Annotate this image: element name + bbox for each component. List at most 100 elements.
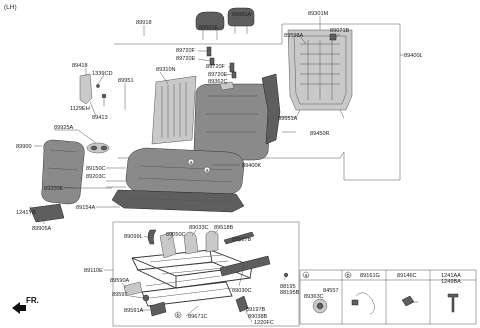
- seat-leaders: [106, 167, 126, 188]
- headrest-right: [227, 7, 255, 34]
- label-89030c: 89030C: [232, 288, 252, 294]
- label-84557: 84557: [323, 288, 339, 294]
- label-89671c: 89671C: [188, 314, 208, 320]
- legend-cell-c-code: 89146C: [397, 273, 417, 279]
- label-1220fc: 1220FC: [254, 320, 274, 326]
- label-89925a: 89925A: [54, 125, 74, 131]
- label-88195b: 88195B: [280, 290, 300, 296]
- label-89418: 89418: [72, 63, 88, 69]
- label-89720f-mid: 89720F: [206, 64, 226, 70]
- label-89200e: 89200E: [44, 186, 64, 192]
- label-89400k: 89400K: [242, 163, 262, 169]
- label-89450r: 89450R: [310, 131, 330, 137]
- label-89517b: 89517B: [232, 237, 252, 243]
- label-89110e: 89110E: [84, 268, 103, 274]
- front-arrow-icon: [12, 302, 26, 314]
- label-89601a: 89601A: [232, 12, 252, 18]
- corner-label: (LH): [4, 4, 17, 11]
- bolt-89720e-mid: [231, 71, 237, 79]
- bracket-89518b: [205, 230, 219, 253]
- label-1129eh: 1129EH: [70, 106, 90, 112]
- label-89154a: 89154A: [76, 205, 96, 211]
- circle-ref-a-upper-text: a: [190, 160, 194, 166]
- legend-cell-d-code2: 1249BA: [441, 279, 461, 285]
- circle-ref-a-upper: [187, 158, 195, 166]
- bolt-88195: [283, 272, 289, 278]
- clip-89197b: [235, 295, 249, 313]
- side-trim: [261, 73, 281, 145]
- label-89591a: 89591A: [124, 308, 144, 314]
- cupholder: [86, 142, 110, 154]
- cable-89099l: [147, 229, 157, 245]
- armrest: [41, 139, 85, 205]
- label-89900: 89900: [16, 144, 32, 150]
- legend-part-c-clip: [401, 295, 415, 307]
- rod-89517b: [223, 231, 255, 245]
- label-89050c: 89050C: [166, 232, 186, 238]
- label-89951: 89951: [118, 78, 134, 84]
- circle-ref-b: [174, 311, 182, 319]
- circle-ref-a-lower: [203, 166, 211, 174]
- seat-back-frame: [287, 29, 353, 119]
- label-89601e: 89601E: [199, 25, 219, 31]
- cover-89591a: [149, 301, 167, 317]
- label-89099l: 89099L: [124, 234, 143, 240]
- bolt-89720e: [209, 57, 215, 66]
- label-89720f-top: 89720F: [176, 48, 196, 54]
- label-89197b: 89197B: [246, 307, 266, 313]
- bolt-1129eh: [101, 93, 107, 99]
- circle-ref-b-text: b: [177, 313, 180, 319]
- armrest-lower: [29, 203, 65, 223]
- backrest-cushion: [193, 83, 273, 161]
- backrest-group-outline: [114, 23, 401, 181]
- label-89720e-top: 89720E: [176, 56, 196, 62]
- bracket-89050c: [159, 231, 177, 259]
- label-1241yb: 1241YB: [16, 210, 36, 216]
- clip-89071b: [329, 33, 337, 41]
- label-89400l: 89400L: [404, 53, 423, 59]
- label-89905a: 89905A: [32, 226, 52, 232]
- part-89590a: [123, 281, 143, 297]
- legend-part-d-screw: [447, 293, 459, 313]
- seat-cushion: [125, 147, 245, 195]
- armrest-bracket: [79, 73, 93, 105]
- legend-cell-b: b: [347, 273, 350, 279]
- label-89150c: 89150C: [86, 166, 106, 172]
- label-89310n: 89310N: [156, 67, 176, 73]
- bolt-1339cd: [96, 84, 100, 88]
- legend-circle-b: [344, 271, 352, 279]
- label-89590a: 89590A: [110, 278, 130, 284]
- circle-ref-a-lower-text: a: [206, 168, 210, 174]
- headrest-left: [195, 11, 225, 40]
- bracket-89362c: [219, 81, 235, 91]
- label-89918: 89918: [136, 20, 152, 26]
- label-89413: 89413: [92, 115, 108, 121]
- bracket-89033c: [183, 231, 199, 255]
- label-89598a: 89598A: [284, 33, 304, 39]
- legend-circle-a: [302, 271, 310, 279]
- label-88195: 88195: [280, 284, 296, 290]
- label-89597: 89597: [112, 292, 128, 298]
- label-89551a: 89551A: [278, 116, 298, 122]
- seat-cushion-pad: [111, 189, 245, 213]
- label-89161g: 89161G: [360, 273, 380, 279]
- label-89301m: 89301M: [308, 11, 329, 17]
- bolt-89720f: [206, 46, 212, 57]
- bolt-89720f-mid: [229, 62, 235, 73]
- label-1339cd: 1339CD: [92, 71, 113, 77]
- label-89518b: 89518B: [214, 225, 234, 231]
- label-89071b: 89071B: [330, 28, 350, 34]
- legend-table: a b 89146C 1241AA 1249BA: [299, 269, 477, 325]
- legend-cell-d-code1: 1241AA: [441, 273, 461, 279]
- rail-89030c: [219, 255, 271, 277]
- label-89720e-mid: 89720E: [208, 72, 228, 78]
- label-89203c: 89203C: [86, 174, 106, 180]
- back-panel: [151, 75, 197, 145]
- track-group-box: [112, 221, 300, 327]
- front-label: FR.: [26, 296, 39, 305]
- bolt-89597: [142, 294, 150, 302]
- legend-part-b-wire: [355, 292, 375, 315]
- front-arrow: FR.: [12, 296, 39, 314]
- label-89362c: 89362C: [208, 79, 228, 85]
